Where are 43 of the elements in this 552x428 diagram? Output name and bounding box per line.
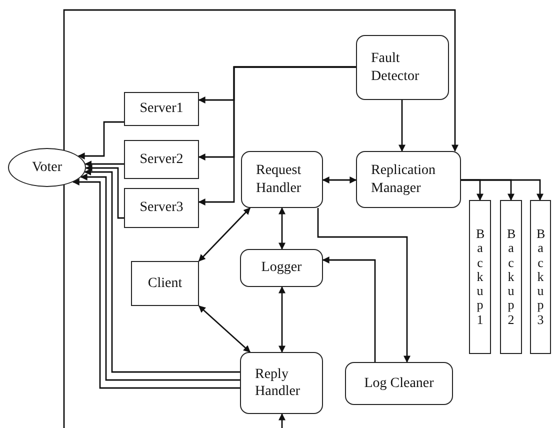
node-label: Voter [32, 158, 62, 176]
arrow [78, 121, 124, 160]
arrow [85, 164, 124, 219]
arrow [198, 208, 250, 262]
process-box [124, 188, 199, 228]
node-label: Server2 [140, 150, 184, 168]
node-label: Request Handler [256, 162, 302, 197]
tall-box [530, 200, 551, 354]
arrow [198, 305, 251, 353]
arrow [461, 179, 544, 201]
node-label: Server3 [140, 199, 184, 217]
process-box [131, 261, 199, 306]
arrow [278, 413, 286, 428]
arrow [198, 66, 356, 206]
node-label: Client [148, 274, 182, 292]
rounded-box [356, 35, 449, 100]
node-label: Logger [261, 259, 302, 277]
arrow [317, 208, 410, 363]
arrow [278, 207, 286, 250]
process-box [124, 140, 199, 179]
rounded-box [345, 362, 453, 405]
process-box [124, 92, 199, 126]
arrow [278, 286, 286, 353]
node-label: Backup3 [536, 226, 544, 328]
arrow [322, 176, 357, 184]
tall-box [469, 200, 491, 354]
rounded-box [240, 249, 323, 287]
node-label: Fault Detector [371, 50, 420, 85]
rounded-box [240, 352, 323, 414]
ellipse-node [8, 148, 86, 187]
node-label: Log Cleaner [364, 374, 434, 392]
node-label: Reply Handler [255, 366, 302, 400]
node-label: Backup1 [476, 226, 484, 328]
arrow [398, 100, 406, 152]
node-label: Backup2 [507, 226, 515, 328]
tall-box [500, 200, 522, 354]
node-label: Replication Manager [371, 162, 437, 197]
arrow [63, 9, 458, 428]
node-label: Server1 [140, 100, 184, 118]
arrow [84, 160, 124, 168]
rounded-box [241, 151, 323, 208]
rounded-box [356, 151, 461, 208]
arrow [322, 256, 376, 362]
